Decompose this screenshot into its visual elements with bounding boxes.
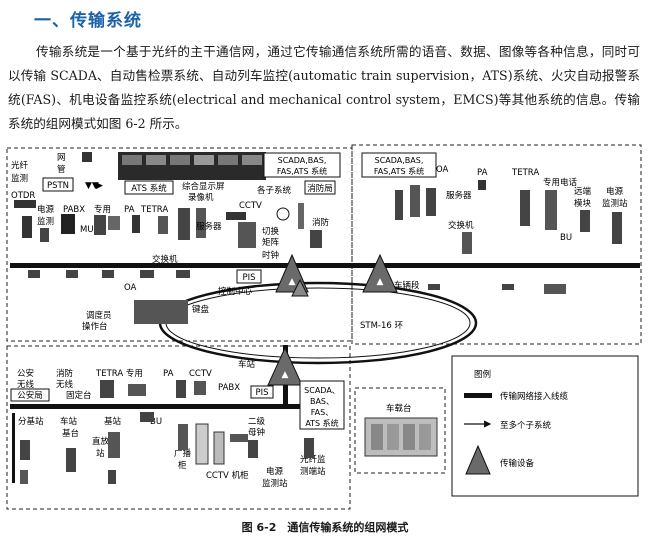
intro-paragraph: 传输系统是一个基于光纤的主干通信网，通过它传输通信系统所需的语音、数据、图像等各… xyxy=(8,40,640,136)
svg-text:PABX: PABX xyxy=(218,383,240,393)
svg-text:固定台: 固定台 xyxy=(66,390,92,401)
svg-text:TETRA 专用: TETRA 专用 xyxy=(95,368,143,379)
svg-text:FAS、: FAS、 xyxy=(311,408,333,417)
svg-text:SCADA、: SCADA、 xyxy=(304,386,340,395)
svg-text:监测: 监测 xyxy=(11,173,28,184)
svg-text:ATS 系统: ATS 系统 xyxy=(305,418,338,428)
svg-text:服务器: 服务器 xyxy=(446,190,472,201)
svg-text:车辆段: 车辆段 xyxy=(394,280,420,291)
svg-text:CCTV: CCTV xyxy=(189,369,212,379)
svg-text:PA: PA xyxy=(124,205,135,215)
svg-text:OA: OA xyxy=(436,165,449,175)
svg-text:监测: 监测 xyxy=(37,216,54,227)
top-trunk-line xyxy=(10,263,640,268)
svg-text:直放: 直放 xyxy=(92,436,110,447)
svg-text:PIS: PIS xyxy=(255,388,268,398)
svg-text:基站: 基站 xyxy=(104,416,122,427)
svg-text:公安局: 公安局 xyxy=(17,390,43,401)
svg-text:PA: PA xyxy=(477,168,488,178)
svg-text:调度员: 调度员 xyxy=(86,310,112,321)
svg-text:电源: 电源 xyxy=(266,466,284,477)
svg-text:二级: 二级 xyxy=(248,416,266,427)
svg-text:母钟: 母钟 xyxy=(248,427,265,438)
svg-text:▶: ▶ xyxy=(96,181,103,191)
transmission-device-depot: ▲ xyxy=(363,255,397,292)
svg-text:BU: BU xyxy=(560,233,572,243)
svg-text:车站: 车站 xyxy=(60,416,78,427)
svg-text:无线: 无线 xyxy=(56,379,74,390)
paragraph-text: 传输系统是一个基于光纤的主干通信网，通过它传输通信系统所需的语音、数据、图像等各… xyxy=(8,40,640,136)
svg-text:PABX: PABX xyxy=(63,205,85,215)
svg-text:消防局: 消防局 xyxy=(307,183,333,194)
svg-text:录像机: 录像机 xyxy=(188,192,214,203)
svg-text:监测站: 监测站 xyxy=(262,478,288,489)
svg-text:BAS、: BAS、 xyxy=(310,397,334,406)
svg-text:SCADA,BAS,: SCADA,BAS, xyxy=(375,156,424,165)
svg-text:SCADA,BAS,: SCADA,BAS, xyxy=(278,156,327,165)
svg-text:各子系统: 各子系统 xyxy=(257,185,292,196)
svg-text:图例: 图例 xyxy=(474,369,491,380)
svg-text:▲: ▲ xyxy=(289,277,296,287)
svg-text:电源: 电源 xyxy=(37,204,55,215)
svg-text:模块: 模块 xyxy=(574,198,592,209)
svg-text:STM-16 环: STM-16 环 xyxy=(360,321,404,331)
svg-text:FAS,ATS 系统: FAS,ATS 系统 xyxy=(277,166,327,176)
svg-text:控制中心: 控制中心 xyxy=(218,286,253,297)
svg-text:车载台: 车载台 xyxy=(386,403,412,414)
svg-text:站: 站 xyxy=(96,448,105,459)
svg-text:操作台: 操作台 xyxy=(82,321,108,332)
svg-text:交换机: 交换机 xyxy=(152,254,178,265)
svg-text:柜: 柜 xyxy=(178,460,187,471)
svg-text:CCTV 机柜: CCTV 机柜 xyxy=(206,470,249,481)
svg-text:CCTV: CCTV xyxy=(239,201,262,211)
figure-caption: 图 6-2 通信传输系统的组网模式 xyxy=(0,519,650,535)
svg-text:键盘: 键盘 xyxy=(192,304,210,315)
svg-text:综合显示屏: 综合显示屏 xyxy=(182,181,225,192)
svg-text:MU: MU xyxy=(80,225,94,235)
svg-text:无线: 无线 xyxy=(17,379,35,390)
label-otdr: OTDR xyxy=(11,191,35,201)
svg-text:矩阵: 矩阵 xyxy=(262,237,280,248)
svg-text:专用: 专用 xyxy=(94,204,111,215)
svg-text:OA: OA xyxy=(124,283,137,293)
svg-text:公安: 公安 xyxy=(17,368,34,379)
network-diagram: ▲ ▲ ▲ 光纤 监测 OTDR 电源 监测 网 管 PSTN PABX 专用 … xyxy=(0,140,650,516)
svg-text:交换机: 交换机 xyxy=(448,220,474,231)
svg-text:监测站: 监测站 xyxy=(602,198,628,209)
stm16-ring xyxy=(160,283,476,363)
svg-text:电源: 电源 xyxy=(606,186,624,197)
svg-text:▲: ▲ xyxy=(282,370,289,380)
svg-text:测端站: 测端站 xyxy=(300,466,326,477)
svg-text:消防: 消防 xyxy=(312,217,330,228)
svg-text:基台: 基台 xyxy=(62,428,79,439)
svg-text:时钟: 时钟 xyxy=(262,250,279,261)
svg-text:消防: 消防 xyxy=(56,368,74,379)
svg-text:管: 管 xyxy=(57,164,66,175)
svg-text:ATS 系统: ATS 系统 xyxy=(131,183,167,194)
svg-text:传输网络接入线缆: 传输网络接入线缆 xyxy=(500,391,569,402)
svg-text:PIS: PIS xyxy=(242,273,255,283)
svg-text:专用电话: 专用电话 xyxy=(543,177,578,188)
svg-text:TETRA: TETRA xyxy=(140,205,168,215)
svg-text:▲: ▲ xyxy=(377,277,384,287)
section-heading: 一、传输系统 xyxy=(34,6,142,31)
svg-text:PSTN: PSTN xyxy=(47,181,69,191)
svg-text:至多个子系统: 至多个子系统 xyxy=(500,420,552,431)
svg-text:切换: 切换 xyxy=(262,226,280,237)
svg-text:传输设备: 传输设备 xyxy=(500,458,535,469)
svg-text:TETRA: TETRA xyxy=(511,168,539,178)
svg-text:远端: 远端 xyxy=(574,186,592,197)
svg-text:网: 网 xyxy=(57,153,66,163)
svg-text:PA: PA xyxy=(163,369,174,379)
svg-text:车站: 车站 xyxy=(238,359,256,370)
station-trunk-line xyxy=(10,404,300,409)
transmission-device-station: ▲ xyxy=(268,348,302,385)
label-fiber-monitor: 光纤 xyxy=(11,160,29,171)
svg-text:服务器: 服务器 xyxy=(196,221,222,232)
svg-text:分基站: 分基站 xyxy=(18,416,44,427)
svg-text:FAS,ATS 系统: FAS,ATS 系统 xyxy=(374,166,424,176)
